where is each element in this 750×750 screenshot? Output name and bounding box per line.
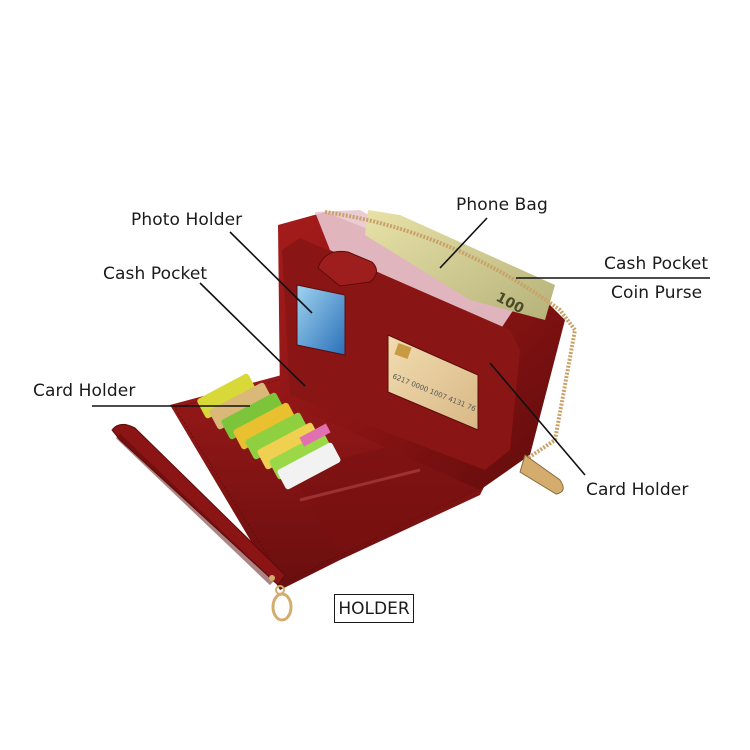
label-card-holder-right: Card Holder xyxy=(586,480,689,500)
line-photo-holder xyxy=(229,231,313,314)
label-cash-pocket-left: Cash Pocket xyxy=(103,264,208,284)
holder-badge-label: HOLDER xyxy=(338,598,410,619)
wallet-body: 100 6217 0000 1007 4131 76 xyxy=(278,210,578,495)
label-cash-pocket-right: Cash Pocket xyxy=(604,254,709,274)
line-phone-bag xyxy=(439,217,488,269)
line-cash-pocket-left xyxy=(199,282,306,387)
label-photo-holder: Photo Holder xyxy=(131,210,243,230)
wrist-strap xyxy=(111,424,293,622)
callout-lines xyxy=(92,217,710,476)
label-phone-bag: Phone Bag xyxy=(456,195,548,215)
holder-badge: HOLDER xyxy=(334,594,414,623)
label-card-holder-left: Card Holder xyxy=(33,381,136,401)
line-card-holder-right xyxy=(489,362,586,476)
label-coin-purse: Coin Purse xyxy=(611,283,703,303)
cards xyxy=(197,373,341,490)
